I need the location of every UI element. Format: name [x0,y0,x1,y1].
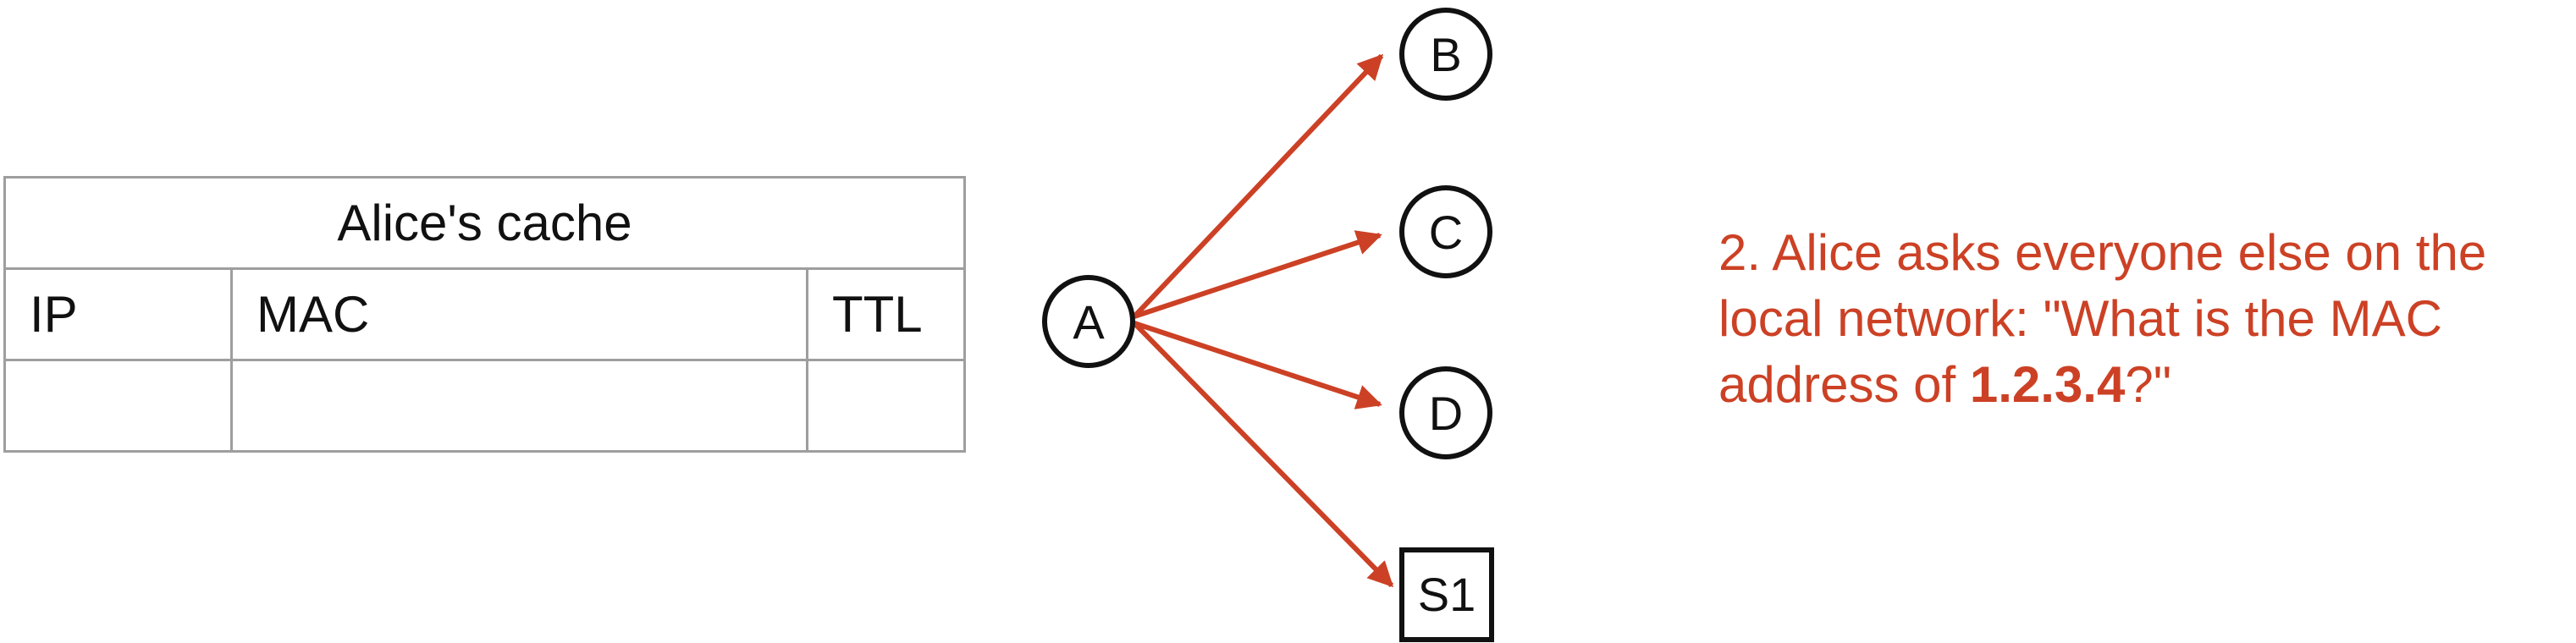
arrow-a-to-b [1132,53,1384,319]
node-a-label: A [1073,295,1105,349]
node-a: A [1042,275,1135,368]
node-s1: S1 [1399,547,1494,642]
alice-cache-table: Alice's cache IP MAC TTL [3,176,966,453]
node-d-label: D [1429,387,1463,440]
cache-table-title: Alice's cache [3,176,966,270]
node-c: C [1399,185,1492,278]
cell-ttl [806,359,966,453]
header-ttl: TTL [806,267,966,361]
node-b: B [1399,8,1492,101]
caption-ip: 1.2.3.4 [1969,356,2126,413]
arrow-a-to-s1 [1132,321,1394,588]
step-caption: 2. Alice asks everyone else on the local… [1718,220,2565,418]
cell-ip [3,359,233,453]
cell-mac [230,359,808,453]
header-ip: IP [3,267,233,361]
node-d: D [1399,366,1492,459]
caption-text: 2. Alice asks everyone else on the local… [1718,224,2487,413]
table-row [3,359,966,453]
node-c-label: C [1429,206,1463,259]
caption-end: ?" [2125,356,2172,413]
arrow-a-to-c [1134,230,1382,319]
arrow-a-to-d [1134,321,1382,409]
header-mac: MAC [230,267,808,361]
node-s1-label: S1 [1418,568,1476,621]
node-b-label: B [1430,28,1461,81]
